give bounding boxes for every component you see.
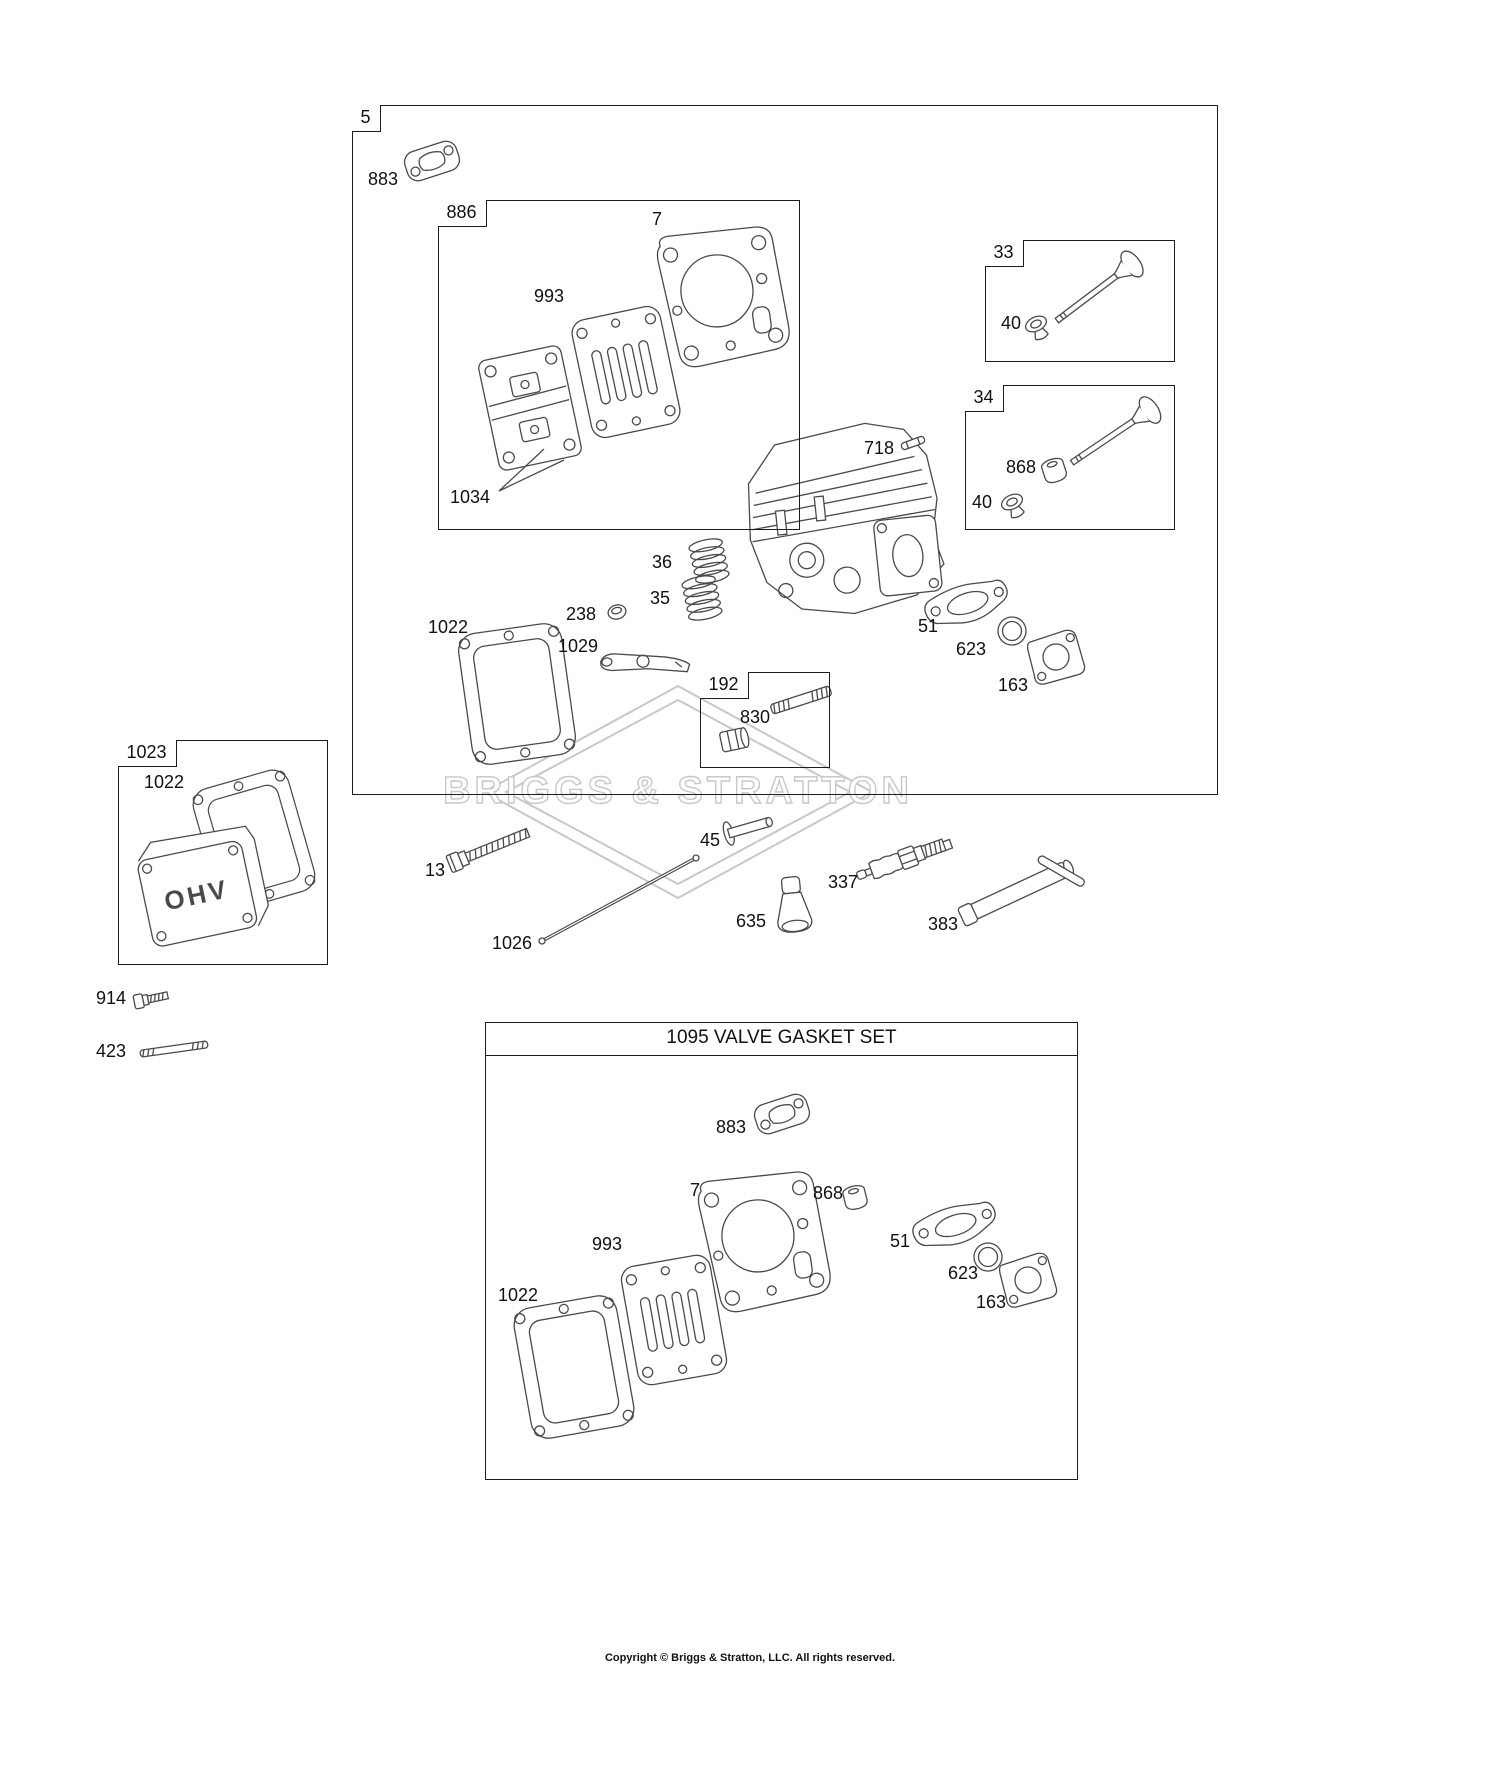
rocker-stud-830-drawing bbox=[719, 685, 832, 753]
group-label-34: 34 bbox=[964, 384, 1004, 413]
callout-51: 51 bbox=[918, 616, 939, 636]
rocker-plate-1034-drawing bbox=[478, 345, 582, 471]
callout-1026: 1026 bbox=[492, 933, 533, 953]
cylinder-head-drawing bbox=[747, 422, 945, 615]
callout-623-set: 623 bbox=[948, 1263, 979, 1283]
screw-914-drawing bbox=[132, 991, 170, 1010]
callout-830: 830 bbox=[740, 707, 771, 727]
lash-cap-238-drawing bbox=[607, 604, 627, 620]
callout-718: 718 bbox=[864, 438, 895, 458]
callout-993-set: 993 bbox=[592, 1234, 623, 1254]
callout-1022-set: 1022 bbox=[498, 1285, 539, 1305]
watermark-text: BRIGGS & STRATTON bbox=[443, 770, 913, 812]
spark-plug-wrench-383-drawing bbox=[957, 855, 1085, 927]
callout-883: 883 bbox=[368, 169, 399, 189]
callout-623: 623 bbox=[956, 639, 987, 659]
group-label-886: 886 bbox=[437, 199, 487, 228]
callout-868: 868 bbox=[1006, 457, 1037, 477]
callout-36: 36 bbox=[652, 552, 673, 572]
callout-238: 238 bbox=[566, 604, 597, 624]
dowel-pin-718-drawing bbox=[900, 435, 926, 451]
briggs-stratton-watermark: BRIGGS & STRATTON bbox=[442, 684, 913, 900]
valve-gasket-set-title: 1095 VALVE GASKET SET bbox=[486, 1023, 1077, 1056]
group-box-886: 886 bbox=[437, 199, 800, 530]
callout-40-intake: 40 bbox=[1001, 313, 1022, 333]
group-label-33: 33 bbox=[984, 239, 1024, 268]
callout-163-set: 163 bbox=[976, 1292, 1007, 1312]
group-label-5: 5 bbox=[351, 104, 381, 133]
callout-423: 423 bbox=[96, 1041, 127, 1061]
callout-163: 163 bbox=[998, 675, 1029, 695]
stud-423-drawing bbox=[139, 1040, 209, 1058]
group-box-5: 5 bbox=[351, 104, 1218, 795]
callout-993: 993 bbox=[534, 286, 565, 306]
callout-914: 914 bbox=[96, 988, 127, 1008]
callout-1034: 1034 bbox=[450, 487, 491, 507]
callout-337: 337 bbox=[828, 872, 859, 892]
group-label-1023: 1023 bbox=[117, 739, 177, 768]
valve-cover-ohv-drawing: OHV bbox=[137, 825, 270, 947]
callout-40-exhaust: 40 bbox=[972, 492, 993, 512]
head-bolt-13-drawing bbox=[445, 827, 531, 873]
group-label-192: 192 bbox=[699, 671, 749, 700]
callout-1022: 1022 bbox=[428, 617, 469, 637]
group-box-33: 33 bbox=[984, 239, 1175, 362]
tappet-45-drawing bbox=[722, 816, 773, 846]
callout-883-set: 883 bbox=[716, 1117, 747, 1137]
rocker-arm-1029-drawing bbox=[600, 653, 691, 673]
callout-868-set: 868 bbox=[813, 1183, 844, 1203]
callout-7-set: 7 bbox=[690, 1180, 701, 1200]
spark-plug-337-drawing bbox=[856, 838, 954, 880]
callout-383: 383 bbox=[928, 914, 959, 934]
callout-13: 13 bbox=[425, 860, 446, 880]
push-rod-1026-drawing bbox=[538, 854, 700, 945]
leader-line-1034 bbox=[498, 448, 565, 492]
callout-1022-cover: 1022 bbox=[144, 772, 185, 792]
copyright-footer: Copyright © Briggs & Stratton, LLC. All … bbox=[604, 1652, 896, 1664]
callout-7: 7 bbox=[652, 209, 663, 229]
callout-635: 635 bbox=[736, 911, 767, 931]
callout-51-set: 51 bbox=[890, 1231, 911, 1251]
callout-35: 35 bbox=[650, 588, 671, 608]
callout-45: 45 bbox=[700, 830, 721, 850]
group-box-192: 192 bbox=[699, 671, 830, 768]
group-box-34: 34 bbox=[964, 384, 1175, 530]
group-box-1023: 1023 bbox=[117, 739, 328, 965]
callout-1029: 1029 bbox=[558, 636, 599, 656]
group-box-1095-valve-gasket-set: 1095 VALVE GASKET SET bbox=[485, 1022, 1078, 1480]
spark-plug-boot-635-drawing bbox=[777, 875, 813, 933]
